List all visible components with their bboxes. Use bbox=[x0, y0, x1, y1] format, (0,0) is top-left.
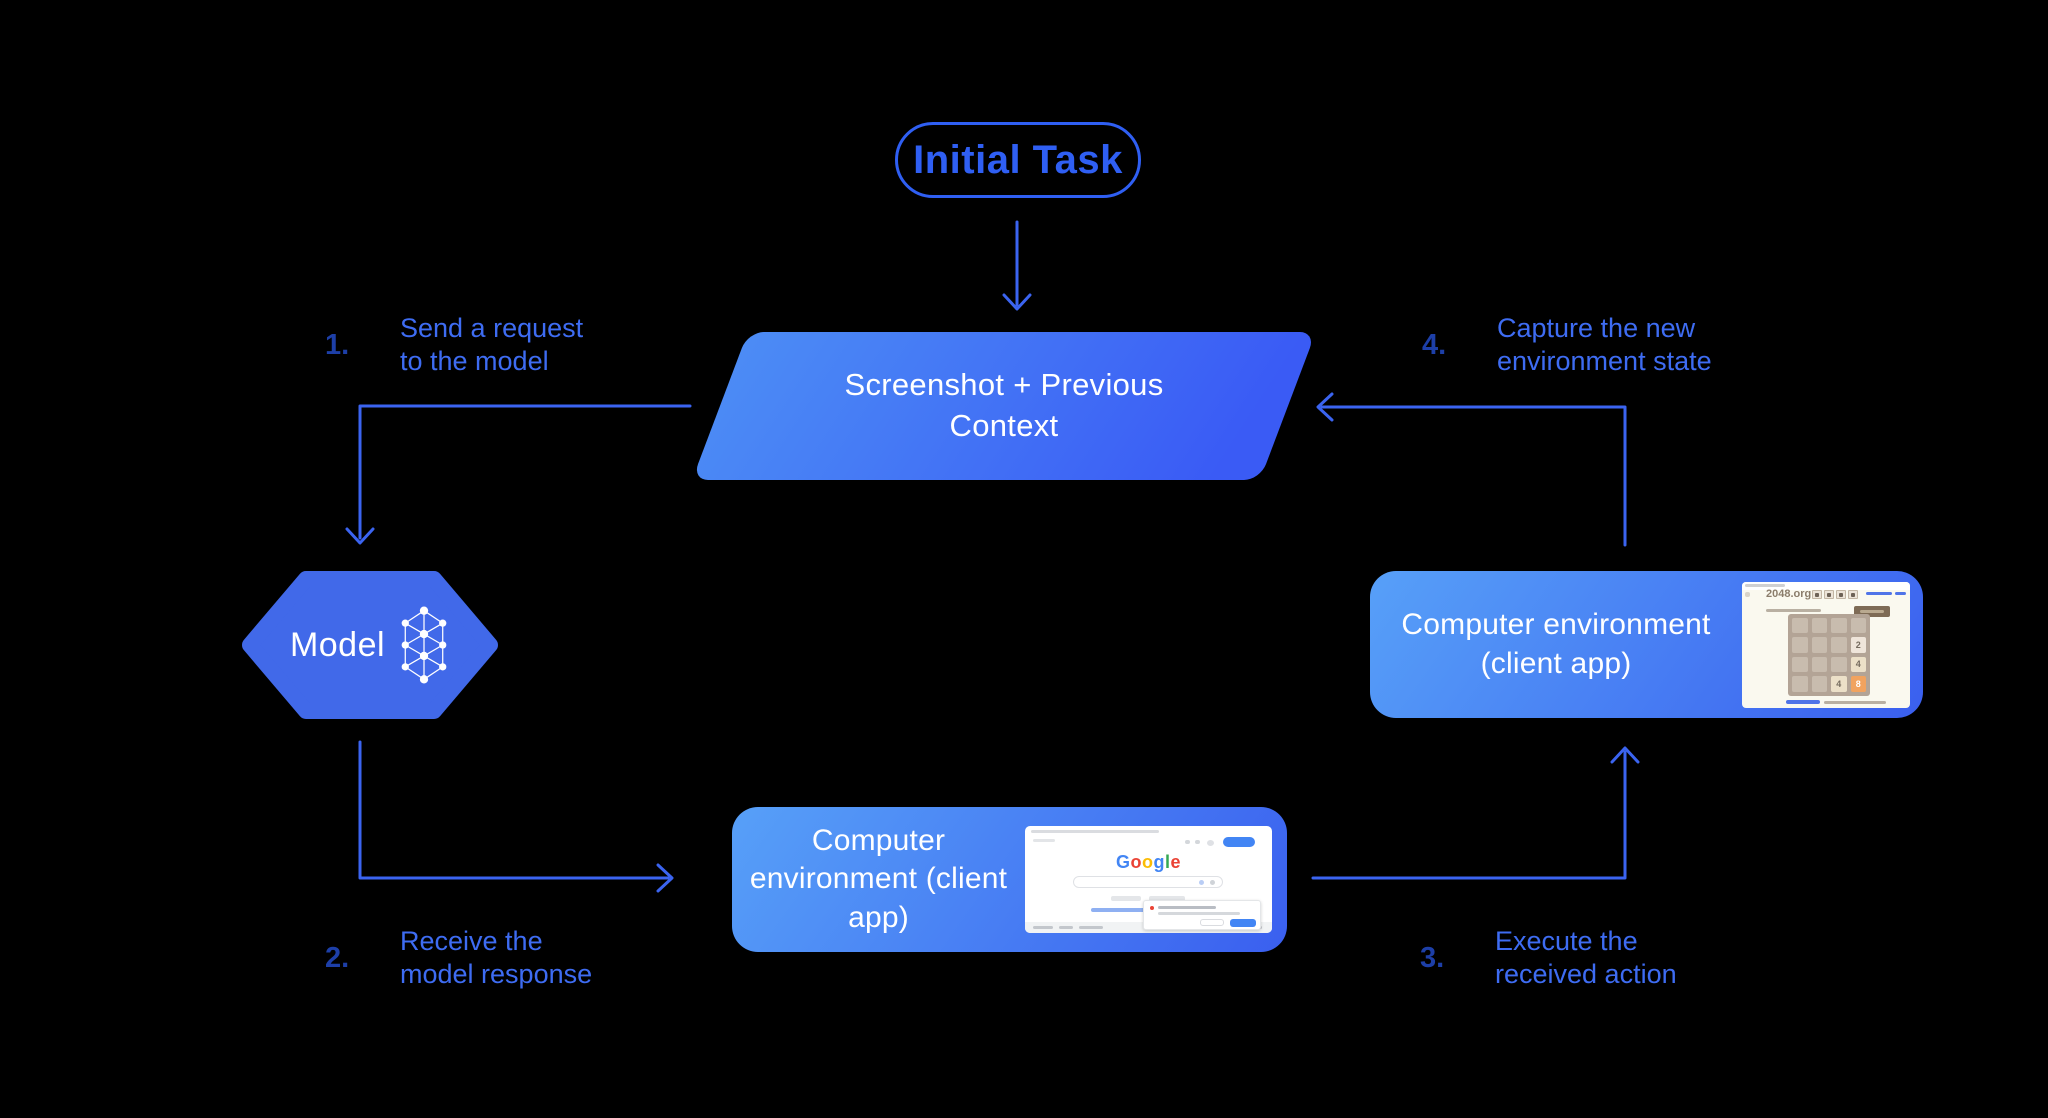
decorative-text-bar bbox=[1033, 839, 1055, 842]
google-logo: Google bbox=[1025, 852, 1272, 873]
new-game-button bbox=[1854, 605, 1890, 617]
window-chrome bbox=[1742, 581, 1910, 590]
decorative-link-text bbox=[1786, 699, 1820, 704]
game-cell bbox=[1811, 656, 1827, 672]
computer-environment-node-right: Computer environment (client app) 2048.o… bbox=[1370, 571, 1923, 718]
decorative-icon bbox=[1195, 840, 1200, 844]
game-site-title: 2048.org bbox=[1766, 587, 1812, 600]
decorative-footer-text bbox=[1079, 926, 1103, 929]
dialog-secondary-button bbox=[1200, 919, 1224, 926]
arrow-model-to-env bbox=[358, 740, 670, 880]
decorative-dialog-text bbox=[1158, 906, 1216, 909]
google-logo-letter: e bbox=[1170, 852, 1182, 872]
decorative-link-text bbox=[1866, 591, 1892, 595]
camera-icon bbox=[1210, 880, 1215, 885]
neural-network-icon bbox=[401, 606, 447, 684]
step-2-text: Receive the model response bbox=[400, 926, 593, 990]
screenshot-context-node: Screenshot + Previous Context bbox=[692, 332, 1316, 480]
computer-environment-label: Computer environment (client app) bbox=[1401, 608, 1711, 680]
decorative-text-bar bbox=[1824, 700, 1886, 704]
google-logo-letter: o bbox=[1130, 852, 1142, 872]
initial-task-label: Initial Task bbox=[913, 137, 1123, 182]
game-cell bbox=[1850, 617, 1866, 633]
decorative-signin-button bbox=[1223, 837, 1255, 847]
decorative-button bbox=[1149, 896, 1185, 901]
google-logo-letter: l bbox=[1164, 852, 1171, 872]
initial-task-node: Initial Task bbox=[895, 122, 1141, 198]
browser-dialog bbox=[1143, 900, 1261, 930]
decorative-dialog-text bbox=[1158, 912, 1240, 915]
computer-environment-label: Computer environment (client app) bbox=[749, 823, 1008, 934]
game-tile-8: 8 bbox=[1850, 676, 1866, 692]
step-3-number: 3. bbox=[1420, 941, 1445, 974]
game-cell bbox=[1792, 656, 1808, 672]
score-box bbox=[1848, 589, 1858, 599]
arrow-env-to-screenshot bbox=[1320, 405, 1627, 547]
computer-environment-node-bottom: Computer environment (client app) Google bbox=[732, 807, 1287, 952]
step-2: 2. Receive the model response bbox=[325, 925, 592, 992]
arrow-screenshot-to-model bbox=[358, 404, 692, 540]
step-3: 3. Execute the received action bbox=[1420, 925, 1677, 992]
decorative-footer-text bbox=[1033, 926, 1053, 929]
step-3-text: Execute the received action bbox=[1495, 926, 1677, 990]
decorative-link-text bbox=[1895, 591, 1906, 595]
score-box bbox=[1824, 589, 1834, 599]
game-cell bbox=[1831, 656, 1847, 672]
google-search-thumbnail: Google bbox=[1025, 826, 1272, 933]
decorative-button bbox=[1111, 896, 1141, 901]
dialog-primary-button bbox=[1230, 919, 1256, 927]
game-tile-4: 4 bbox=[1831, 676, 1847, 692]
google-logo-letter: g bbox=[1153, 852, 1165, 872]
step-1-number: 1. bbox=[325, 328, 350, 361]
game-cell bbox=[1792, 676, 1808, 692]
model-node: Model bbox=[240, 568, 500, 722]
decorative-icon bbox=[1745, 591, 1750, 597]
game-tile-2: 2 bbox=[1850, 637, 1866, 653]
game-cell bbox=[1831, 637, 1847, 653]
model-label: Model bbox=[289, 625, 386, 664]
game-cell bbox=[1811, 676, 1827, 692]
game-cell bbox=[1792, 617, 1808, 633]
decorative-url-bar bbox=[1031, 830, 1159, 833]
decorative-footer-text bbox=[1059, 926, 1073, 929]
decorative-avatar bbox=[1207, 840, 1214, 846]
game-cell bbox=[1831, 617, 1847, 633]
step-1-text: Send a request to the model bbox=[400, 313, 584, 377]
step-4: 4. Capture the new environment state bbox=[1422, 312, 1712, 379]
dialog-icon bbox=[1150, 906, 1154, 910]
score-box bbox=[1836, 589, 1846, 599]
google-logo-letter: o bbox=[1141, 852, 1154, 872]
step-4-number: 4. bbox=[1422, 328, 1447, 361]
step-2-number: 2. bbox=[325, 941, 350, 974]
step-4-text: Capture the new environment state bbox=[1497, 313, 1712, 377]
decorative-text-bar bbox=[1766, 608, 1821, 612]
hexagon-shape bbox=[242, 571, 498, 719]
mic-icon bbox=[1199, 880, 1204, 885]
step-1: 1. Send a request to the model bbox=[325, 312, 583, 379]
search-box bbox=[1073, 876, 1223, 888]
screenshot-context-label: Screenshot + Previous Context bbox=[844, 367, 1164, 443]
game-tile-4: 4 bbox=[1850, 656, 1866, 672]
score-box bbox=[1812, 589, 1822, 599]
game-cell bbox=[1792, 637, 1808, 653]
google-logo-letter: G bbox=[1115, 852, 1131, 872]
decorative-button-text bbox=[1860, 609, 1884, 613]
arrow-env-to-env bbox=[1311, 750, 1627, 880]
decorative-tab-text bbox=[1745, 583, 1785, 587]
game-cell bbox=[1811, 637, 1827, 653]
game-cell bbox=[1811, 617, 1827, 633]
decorative-icon bbox=[1185, 840, 1190, 844]
